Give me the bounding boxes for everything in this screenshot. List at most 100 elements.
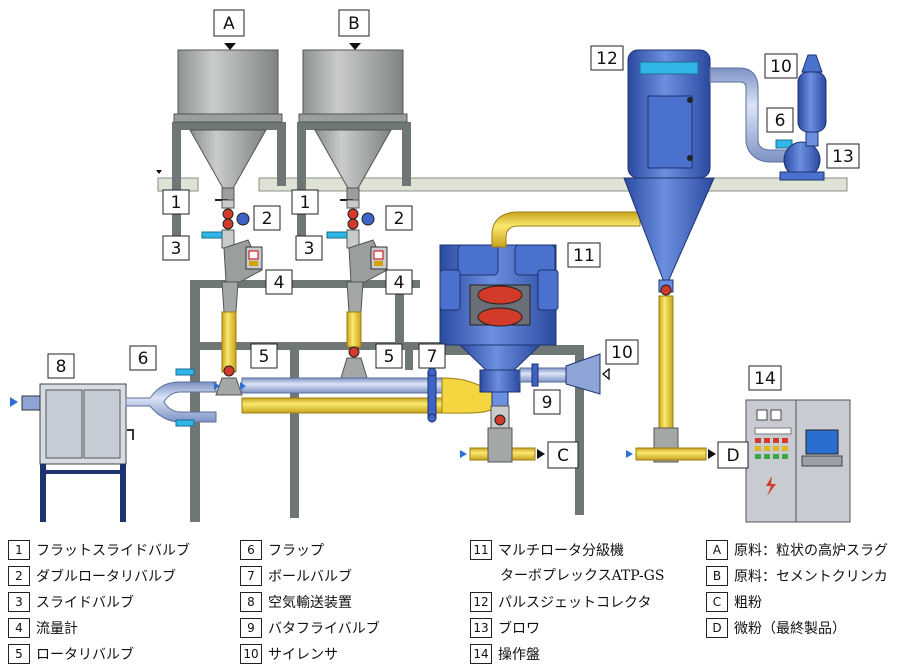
- coarse-inlet-arrow-icon: [460, 450, 467, 458]
- legend-text: バタフライバルブ: [268, 621, 380, 637]
- label-9: 9: [542, 393, 553, 413]
- legend-text: 粗粉: [734, 595, 762, 611]
- label-port-d: D: [726, 446, 739, 466]
- legend-text: パルスジェットコレクタ: [498, 595, 652, 611]
- label-5a: 5: [259, 347, 270, 367]
- legend-item-10: 10 サイレンサ: [240, 644, 338, 664]
- drop-pipe-a: [221, 311, 237, 373]
- legend-num: 1: [8, 540, 30, 560]
- label-8: 8: [56, 357, 67, 377]
- legend-item-c: C 粗粉: [706, 592, 762, 612]
- box-11: [567, 242, 601, 268]
- cyan-damper: [775, 139, 793, 149]
- air-split-pipe: [125, 381, 217, 423]
- box-1a: [162, 189, 190, 215]
- box-9: [533, 389, 561, 415]
- box-6: [129, 345, 157, 371]
- callout-labels: A B 1 1 2 2 3 3 4 4 5 5 6 7 8 9 10 10: [47, 9, 860, 469]
- label-10a: 10: [611, 343, 633, 363]
- label-5b: 5: [384, 347, 395, 367]
- legend-num: B: [706, 566, 728, 586]
- silencer-arrow-icon: [601, 367, 610, 381]
- label-13: 13: [832, 147, 854, 167]
- box-12: [590, 45, 624, 71]
- air-conveying-unit: [21, 383, 134, 522]
- pointer-mark-icon: [156, 170, 162, 174]
- rotary-valve-b: [348, 346, 360, 358]
- box-10a: [605, 339, 639, 365]
- box-3b: [295, 235, 323, 261]
- legend-num: 12: [470, 592, 492, 612]
- legend-num: 3: [8, 592, 30, 612]
- multi-rotor-classifier: [439, 244, 559, 429]
- blower: [779, 141, 825, 181]
- label-6b: 6: [775, 111, 786, 131]
- legend-num: D: [706, 618, 728, 638]
- legend-item-d: D 微粉（最終製品）: [706, 618, 846, 638]
- label-3b: 3: [304, 239, 315, 259]
- pulse-jet-collector: [623, 49, 715, 296]
- label-2b: 2: [394, 209, 405, 229]
- legend-item-7: 7 ボールバルブ: [240, 566, 352, 586]
- legend-text: スライドバルブ: [36, 595, 134, 611]
- label-2a: 2: [262, 209, 273, 229]
- box-10b: [764, 53, 798, 79]
- legend-num: 13: [470, 618, 492, 638]
- label-4a: 4: [274, 273, 285, 293]
- fine-out-arrow-icon: [708, 449, 716, 459]
- box-1b: [291, 189, 319, 215]
- coarse-outlet-tee: [487, 427, 513, 463]
- legend-num: A: [706, 540, 728, 560]
- fine-outlet-pipe: [635, 447, 707, 461]
- tee-a: [215, 377, 243, 396]
- label-14: 14: [754, 369, 776, 389]
- conveying-line-yellow: [241, 397, 443, 414]
- label-1a: 1: [171, 193, 182, 213]
- legend-num: 2: [8, 566, 30, 586]
- air-inlet-arrow-icon: [10, 397, 18, 407]
- feed-arrow-a-icon: [224, 43, 236, 50]
- label-3a: 3: [171, 239, 182, 259]
- legend-text: マルチロータ分級機: [498, 543, 624, 559]
- legend-num: C: [706, 592, 728, 612]
- legend-num: 6: [240, 540, 262, 560]
- classifier-to-collector-pipe: [491, 211, 641, 248]
- legend-text: 原料：粒状の高炉スラグ: [734, 543, 888, 559]
- legend-item-14: 14 操作盤: [470, 644, 540, 664]
- box-5a: [250, 343, 278, 369]
- legend-text: ダブルロータリバルブ: [36, 569, 176, 585]
- legend-text: サイレンサ: [268, 647, 338, 663]
- box-hopper-a: [213, 9, 245, 37]
- silencer: [565, 353, 601, 395]
- air-inlet-pipe-9: [519, 367, 569, 383]
- legend-text: 原料：セメントクリンカ: [734, 569, 888, 585]
- tee-b: [340, 357, 368, 379]
- label-6: 6: [138, 349, 149, 369]
- legend-item-3: 3 スライドバルブ: [8, 592, 134, 612]
- box-13: [826, 143, 860, 169]
- legend-num: 10: [240, 644, 262, 664]
- legend-item-11-cont: ターボプレックスATP-GS: [500, 568, 665, 584]
- hopper-b: [298, 49, 408, 201]
- legend-num: 14: [470, 644, 492, 664]
- legend-text: 空気輸送装置: [268, 595, 352, 611]
- legend-item-b: B 原料：セメントクリンカ: [706, 566, 888, 586]
- flap-top: [175, 368, 195, 376]
- box-4b: [385, 269, 413, 295]
- box-8: [47, 353, 75, 379]
- legend-text: ブロワ: [498, 621, 540, 637]
- feed-arrow-b-icon: [349, 43, 361, 50]
- label-12: 12: [596, 49, 618, 69]
- legend-num: 7: [240, 566, 262, 586]
- legend-text: 微粉（最終製品）: [734, 621, 846, 637]
- rotary-valve-a: [223, 365, 235, 377]
- box-4a: [265, 269, 293, 295]
- label-4b: 4: [394, 273, 405, 293]
- box-port-d: [717, 441, 749, 469]
- flow-arrow-icon-2: [240, 382, 246, 390]
- legend: 1 フラットスライドバルブ 2 ダブルロータリバルブ 3 スライドバルブ 4 流…: [0, 536, 919, 672]
- box-14: [748, 365, 782, 391]
- legend-item-11: 11 マルチロータ分級機: [470, 540, 624, 560]
- hopper-a: [173, 49, 283, 201]
